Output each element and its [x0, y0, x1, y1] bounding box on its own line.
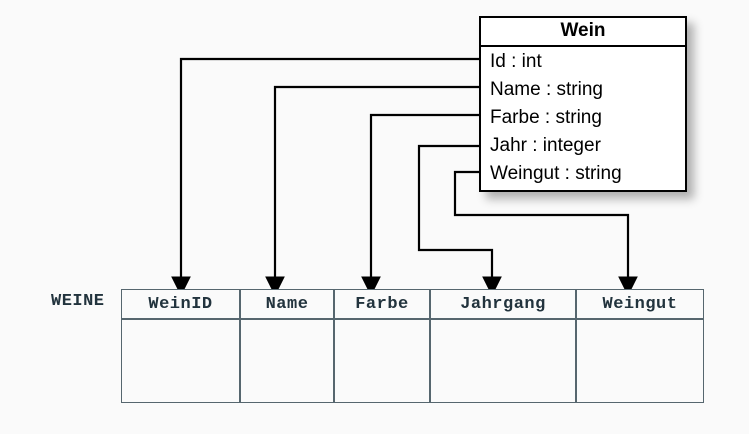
uml-attribute: Id : int: [490, 51, 542, 72]
connector-weingut-to-weingut: [453, 170, 638, 297]
column-header[interactable]: Jahrgang: [430, 289, 576, 319]
table-cell[interactable]: [430, 319, 576, 403]
relation-table-wrapper: WeinID Name Farbe Jahrgang Weingut: [121, 289, 704, 403]
relation-name-label: WEINE: [51, 292, 105, 311]
table-row: [121, 319, 704, 403]
table-cell[interactable]: [334, 319, 430, 403]
uml-attribute: Farbe : string: [490, 107, 602, 128]
uml-attribute: Weingut : string: [490, 163, 622, 184]
table-cell[interactable]: [240, 319, 334, 403]
column-header[interactable]: Name: [240, 289, 334, 319]
uml-class-box[interactable]: Wein Id : int Name : string Farbe : stri…: [479, 16, 687, 192]
connector-jahr-to-jahrgang: [417, 144, 502, 297]
connector-farbe-to-farbe: [361, 113, 479, 297]
table-header-row: WeinID Name Farbe Jahrgang Weingut: [121, 289, 704, 319]
connector-id-to-weinid: [171, 57, 479, 297]
table-cell[interactable]: [121, 319, 240, 403]
uml-attribute-list: Id : int Name : string Farbe : string Ja…: [481, 47, 685, 190]
column-header[interactable]: Farbe: [334, 289, 430, 319]
relation-table: WeinID Name Farbe Jahrgang Weingut: [121, 289, 704, 403]
column-header[interactable]: WeinID: [121, 289, 240, 319]
uml-attribute: Jahr : integer: [490, 135, 601, 156]
uml-attribute: Name : string: [490, 79, 603, 100]
column-header[interactable]: Weingut: [576, 289, 704, 319]
connector-name-to-name: [265, 85, 479, 297]
table-cell[interactable]: [576, 319, 704, 403]
uml-class-name: Wein: [481, 18, 685, 47]
